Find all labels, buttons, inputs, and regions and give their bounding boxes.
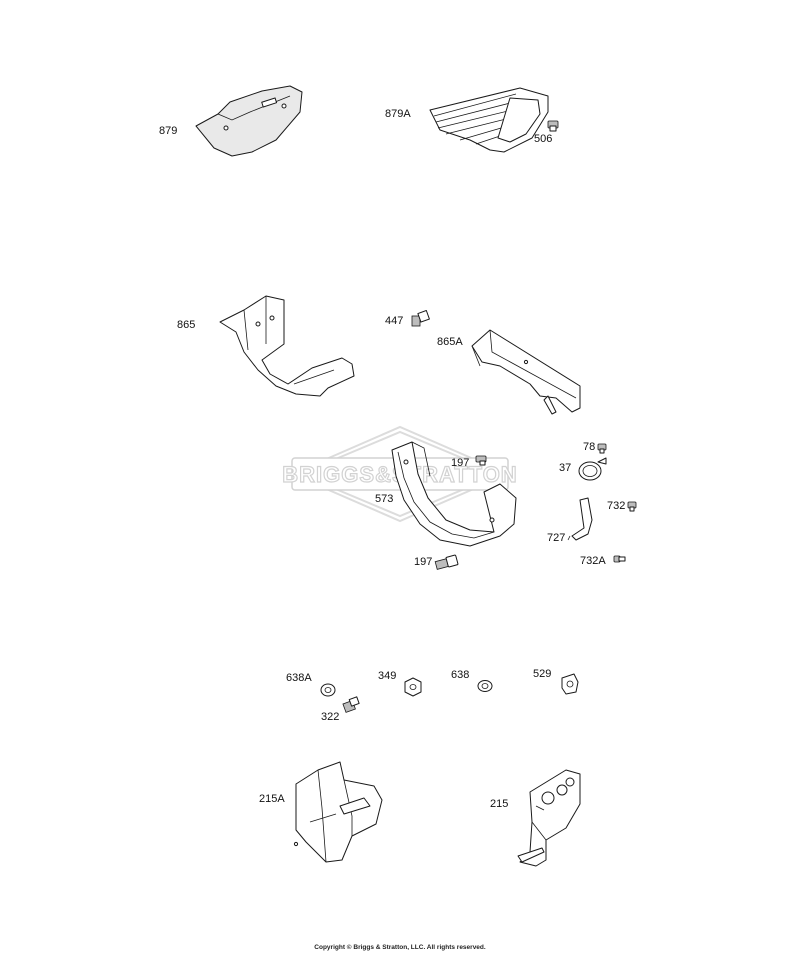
part-506-screw	[547, 120, 559, 132]
label-573: 573	[375, 493, 393, 505]
label-78: 78	[583, 441, 595, 453]
label-197-lower: 197	[414, 556, 432, 568]
part-732-screw	[627, 501, 637, 512]
part-732A-screw	[613, 555, 626, 563]
label-506: 506	[534, 133, 552, 145]
part-727-link	[567, 497, 593, 541]
part-197-screw-lower	[434, 554, 459, 570]
label-529: 529	[533, 668, 551, 680]
label-732: 732	[607, 500, 625, 512]
label-322: 322	[321, 711, 339, 723]
label-215: 215	[490, 798, 508, 810]
label-638: 638	[451, 669, 469, 681]
label-37: 37	[559, 462, 571, 474]
label-879: 879	[159, 125, 177, 137]
part-197-screw-upper	[475, 455, 487, 466]
part-349-nut	[404, 677, 422, 697]
part-78-screw	[597, 443, 607, 454]
label-197-upper: 197	[451, 457, 469, 469]
label-865A: 865A	[437, 336, 463, 348]
part-215-shroud	[517, 769, 581, 867]
part-573-shroud	[391, 441, 517, 547]
part-215A-shroud	[293, 761, 383, 863]
label-732A: 732A	[580, 555, 606, 567]
part-638-washer	[477, 680, 493, 692]
label-215A: 215A	[259, 793, 285, 805]
part-529-grommet	[561, 673, 579, 695]
callout-labels: 879 879A 506 865 447 865A 197 78 37 573 …	[159, 108, 625, 810]
label-447: 447	[385, 315, 403, 327]
part-865A-bracket	[471, 329, 581, 415]
part-447-bolt	[411, 310, 430, 327]
part-322-screw	[342, 696, 360, 713]
label-638A: 638A	[286, 672, 312, 684]
label-879A: 879A	[385, 108, 411, 120]
part-37-clamp	[578, 457, 607, 481]
part-879A-grille	[429, 87, 549, 153]
label-865: 865	[177, 319, 195, 331]
part-638A-washer	[320, 683, 336, 697]
part-879-shield	[195, 85, 303, 157]
copyright-notice: Copyright © Briggs & Stratton, LLC. All …	[314, 944, 486, 951]
label-349: 349	[378, 670, 396, 682]
label-727: 727	[547, 532, 565, 544]
part-865-bracket	[219, 295, 355, 397]
